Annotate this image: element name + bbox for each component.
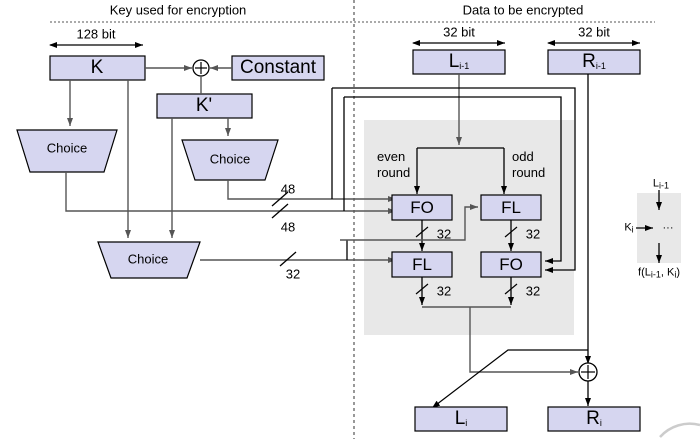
dim-128-label: 128 bit [76,26,116,42]
fo-even-top-shape [391,194,453,221]
legend-input-letter: L [652,177,660,190]
odd-round-label-line1: odd [512,149,534,164]
r-prev-box-label: Ri-1 [582,51,606,73]
legend-caption-sub2: i [674,269,677,280]
header-key-title: Key used for encryption [109,2,247,18]
round-core-panel [364,120,574,335]
l-prev-subscript: i-1 [459,61,470,71]
r-prev-letter: R [582,51,596,72]
choice-right-label: Choice [209,151,251,167]
legend-caption-mid: , K [660,266,675,279]
l-prev-box-label: Li-1 [449,51,470,73]
fl-odd-top-label: FL [501,198,521,217]
constant-box-label: Constant [239,57,317,78]
r-out-subscript: i [599,418,602,428]
l-out-box-label: Li [455,408,468,430]
legend-key-letter: K [624,221,632,234]
bus-32-choice-label: 32 [285,266,301,282]
r-out-box-shape [547,406,641,432]
legend-caption: f(Li-1, Ki) [638,267,680,280]
wire-feedback-inner [344,96,562,264]
w-32-c-label: 32 [436,283,452,299]
wire-mid-hook-to-fl-odd [340,204,478,241]
constant-box-shape [231,55,325,81]
slash-32-a [415,226,429,238]
w-32-a-label: 32 [436,226,452,242]
r-prev-subscript: i-1 [595,61,606,71]
r-out-box-label: Ri [586,408,602,430]
fo-odd-bottom-label: FO [499,255,523,274]
l-out-box-shape [414,406,508,432]
wire-choiceright-bus48-upper [227,180,396,202]
l-out-letter: L [454,408,466,429]
wire-feedback-outer [332,87,576,273]
bus-slash-48-lower [271,203,289,219]
l-prev-letter: L [448,51,460,72]
w-32-d-label: 32 [525,283,541,299]
even-round-label-line2: round [377,165,411,180]
legend-caption-sub1: i-1 [650,269,661,280]
fo-odd-bottom-shape [480,251,542,278]
choice-bottom-label: Choice [127,251,169,267]
header-data-title: Data to be encrypted [462,2,584,18]
k-box-shape [49,55,146,81]
choice-right-shape [181,139,279,181]
legend-input-subscript: i-1 [659,180,670,191]
kprime-box-label: K' [195,95,213,116]
bus-slash-32-choice [279,251,297,267]
fl-even-bottom-shape [391,251,453,278]
k-box-label: K [90,57,104,78]
corner-arc-decoration [659,422,700,438]
choice-left-shape [16,129,118,173]
slash-32-b [504,226,518,238]
choice-bottom-shape [97,241,201,279]
legend-key-subscript: i [631,224,634,235]
kprime-box-shape [156,93,253,119]
wire-merge-to-xor [469,307,578,375]
odd-round-label-line2: round [512,165,546,180]
bus-48-upper-label: 48 [280,181,296,197]
r-prev-box-shape [547,49,641,75]
fl-even-bottom-label: FL [412,255,432,274]
dim-32-right-label: 32 bit [578,24,610,40]
wire-rprev-to-lout [431,349,588,409]
even-round-label-line1: even [377,149,406,164]
legend-caption-prefix: f(L [638,266,651,279]
legend-input-label: Li-1 [653,178,669,191]
wire-choiceleft-bus48-lower [65,172,396,214]
legend-key-label: Ki [624,222,633,235]
fo-even-top-label: FO [410,198,434,217]
dim-32-left-label: 32 bit [443,24,475,40]
l-prev-box-shape [412,49,506,75]
legend-body-label: ··· [662,222,674,234]
bus-slash-48-upper [271,191,289,207]
l-out-subscript: i [465,418,468,428]
legend-caption-suffix: ) [676,266,680,279]
choice-left-label: Choice [46,140,88,156]
bus-48-lower-label: 48 [280,219,296,235]
r-out-letter: R [586,408,600,429]
w-32-b-label: 32 [525,226,541,242]
